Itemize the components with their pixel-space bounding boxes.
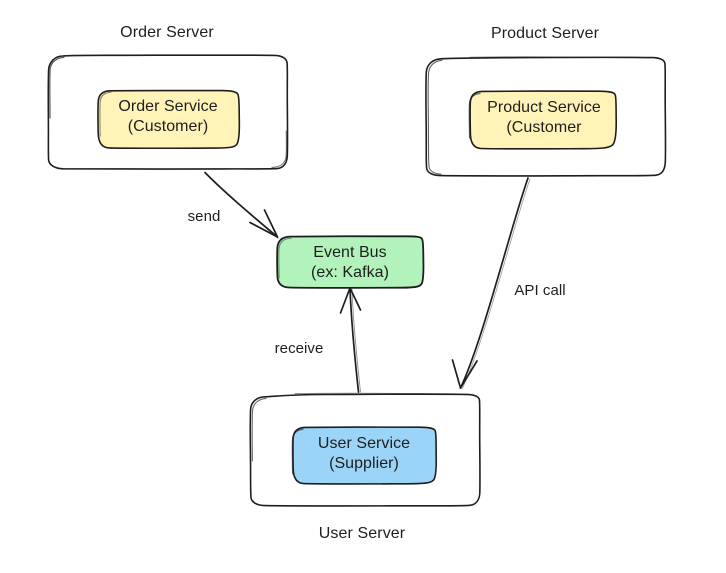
product-service-box [469,90,618,150]
order-service-box [97,89,241,150]
order-service-box-sketch [99,91,112,137]
node-event-bus[interactable] [276,235,425,289]
order-server-outline [47,54,289,170]
user-server-outline-sketch-2 [294,392,456,395]
edge-send-arrowhead [249,209,279,238]
edge-api-call-line-sketch [461,178,531,390]
node-user-service[interactable] [291,426,438,485]
node-order-service[interactable] [97,89,241,150]
user-service-box-sketch [291,428,304,475]
edge-api-call-line [459,177,529,389]
edge-api-call-arrowhead [451,359,478,389]
product-server-outline-sketch [427,59,443,175]
edge-receive-line [349,287,360,393]
edge-send[interactable] [204,171,279,239]
node-product-service[interactable] [468,90,618,150]
product-server-outline-sketch-2 [469,56,631,58]
edge-receive[interactable] [339,287,362,393]
edge-api-call[interactable] [451,177,531,390]
edge-receive-arrowhead [339,287,362,314]
user-server-outline-sketch [251,397,267,462]
event-bus-box-sketch [278,237,292,279]
order-server-outline-sketch [49,56,65,119]
container-order-server[interactable] [47,54,289,170]
product-service-box-sketch [468,92,481,139]
user-service-box [292,426,438,485]
container-product-server[interactable] [425,56,667,177]
edge-receive-line-sketch [351,289,361,393]
edge-send-line-sketch [206,174,279,239]
container-user-server[interactable] [249,392,481,507]
edge-send-line [204,171,279,238]
event-bus-box [276,235,425,289]
order-server-outline-sketch-2 [271,130,288,168]
